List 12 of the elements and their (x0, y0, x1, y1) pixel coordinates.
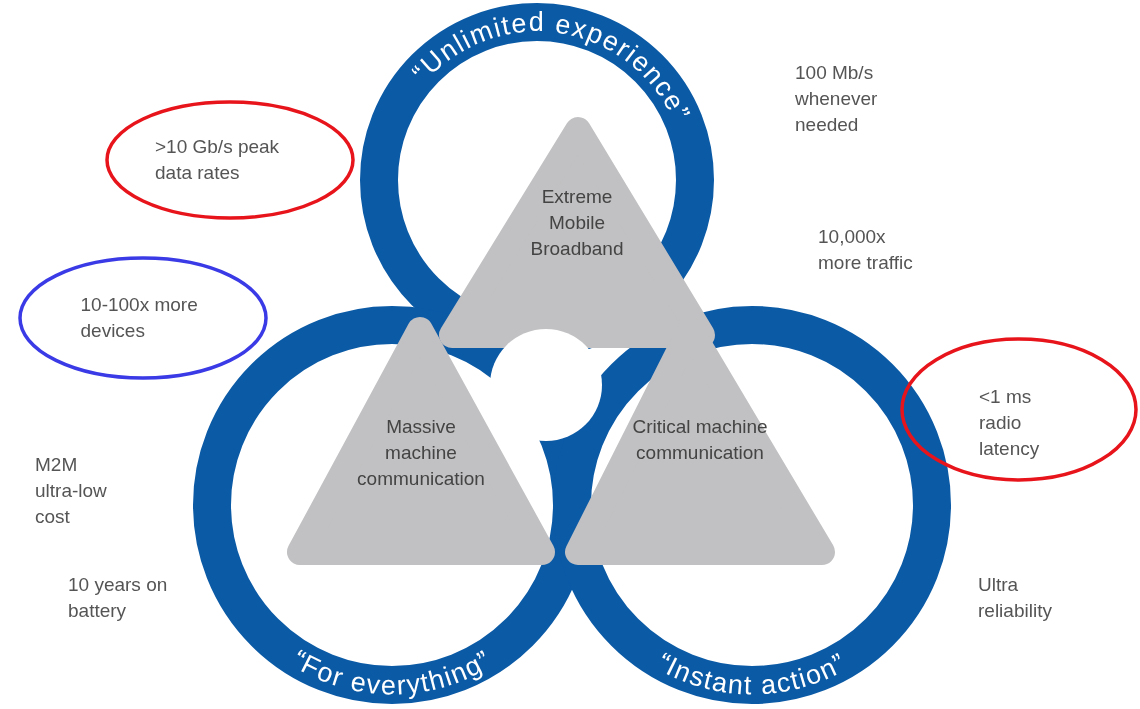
segment-title: Extreme Mobile Broadband (529, 185, 625, 261)
metric-text: <1 ms radio latency (979, 384, 1041, 461)
metric-text: M2M ultra-low cost (35, 453, 108, 529)
metric-text: 100 Mb/s whenever needed (795, 61, 879, 137)
segment-title: Critical machine communication (631, 415, 769, 465)
metric-text: Ultra reliability (978, 573, 1053, 623)
metric-text: 10-100x more devices (80, 293, 199, 343)
ring-label: “Instant action” (652, 647, 852, 701)
metric-text: >10 Gb/s peak data rates (155, 135, 281, 185)
segment-title: Massive machine communication (356, 415, 486, 491)
metric-text: 10,000x more traffic (818, 225, 914, 275)
metric-text: 10 years on battery (68, 573, 168, 623)
